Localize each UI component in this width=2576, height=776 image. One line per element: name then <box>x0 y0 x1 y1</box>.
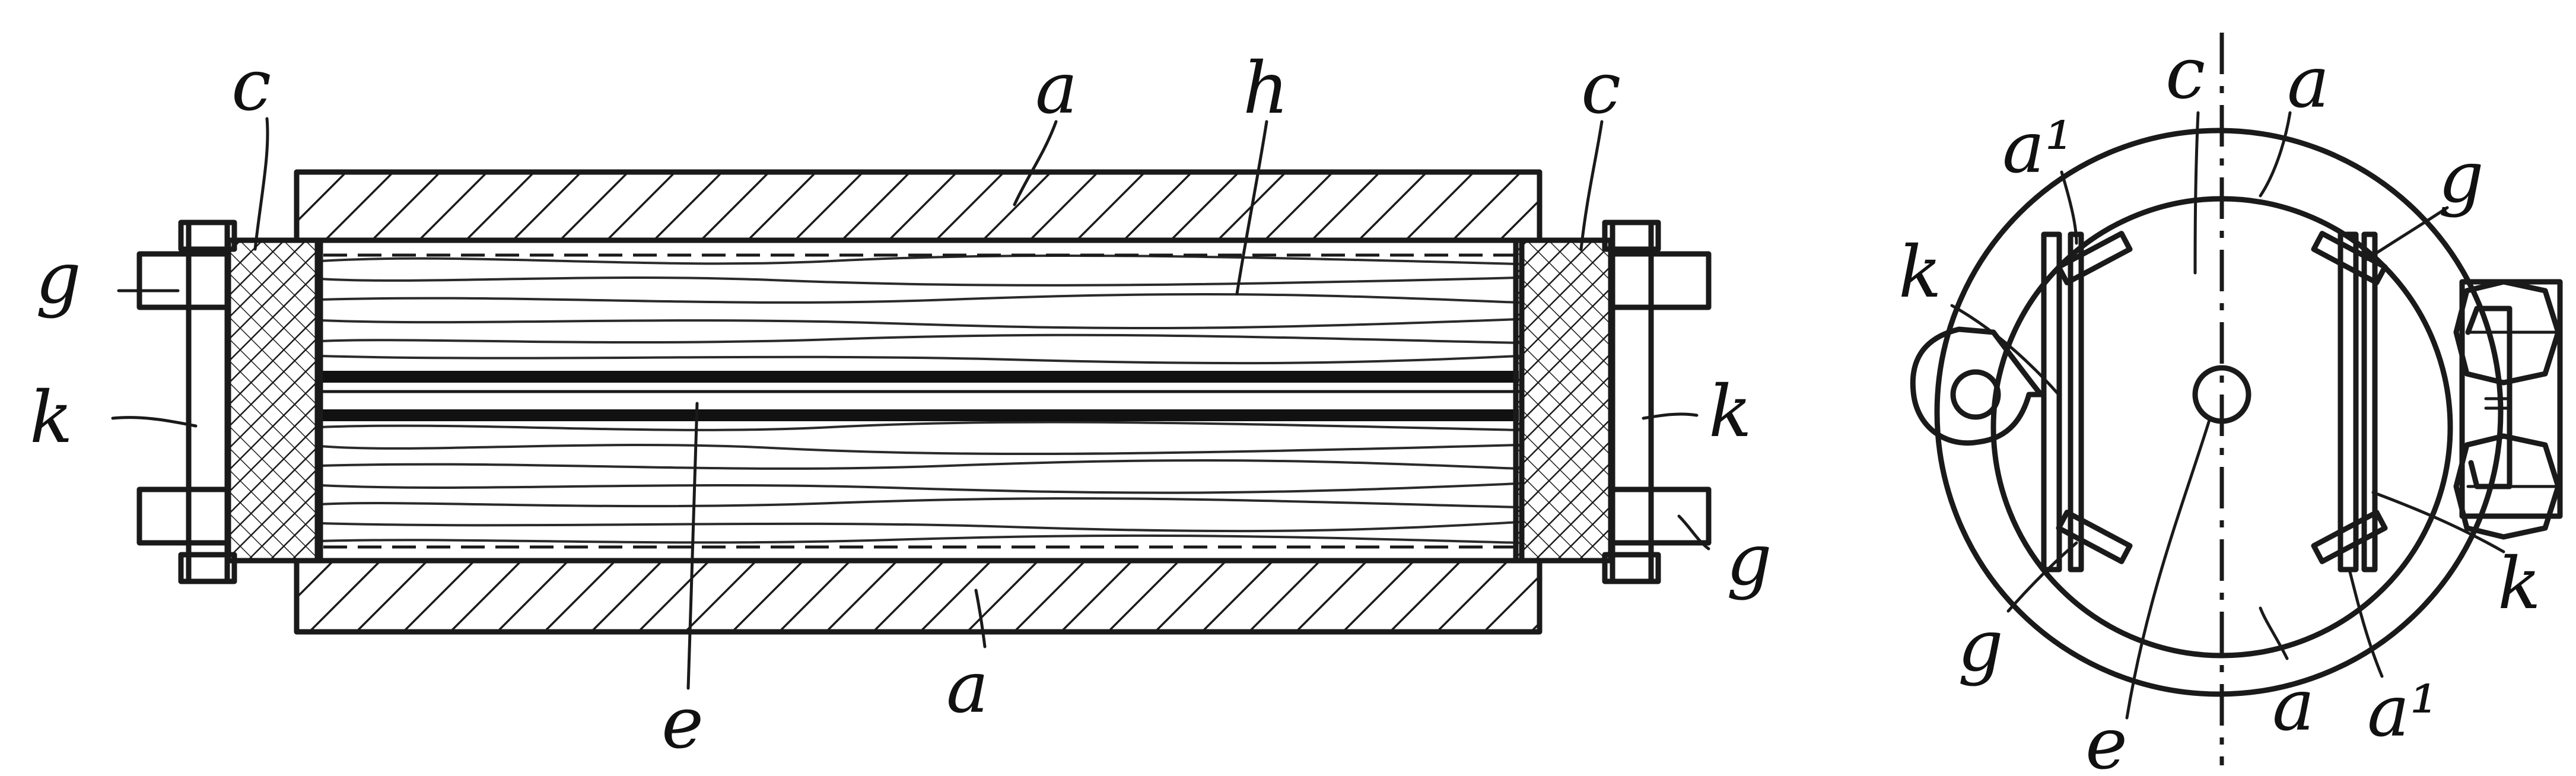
end-label-a1-left: a¹ <box>2002 107 2073 189</box>
left-upper-bolt <box>136 251 231 310</box>
end-label-e: e <box>2085 703 2127 776</box>
end-bolt-lower-left <box>2056 510 2133 564</box>
end-bolt-upper-right <box>2311 231 2388 285</box>
end-label-g-bottom: g <box>1958 605 2003 688</box>
label-c-left: c <box>231 44 271 127</box>
label-c-right: c <box>1581 47 1621 130</box>
label-a-top: a <box>1035 47 1078 130</box>
end-label-a-top: a <box>2287 42 2330 124</box>
left-end-cap <box>225 237 323 564</box>
right-lower-bolt <box>1608 486 1712 546</box>
label-a-bottom: a <box>946 647 989 729</box>
end-bolt-upper-left <box>2056 231 2133 285</box>
label-k-left: k <box>30 377 73 459</box>
end-label-a-bottom: a <box>2272 664 2315 747</box>
center-shaft <box>319 371 1521 421</box>
right-end-clamp-plate <box>2338 231 2378 573</box>
right-upper-bolt <box>1608 251 1712 310</box>
end-view: c a a¹ g k k g e a a¹ <box>1898 33 2563 776</box>
side-section-view: c a h c g k k g e a <box>30 44 1772 765</box>
end-label-k-right: k <box>2498 543 2541 625</box>
label-k-right: k <box>1709 371 1752 453</box>
label-e: e <box>662 682 704 765</box>
right-clamp-plate <box>1602 220 1661 584</box>
outer-clamp-ring <box>1910 128 2513 697</box>
left-lower-bolt <box>136 486 231 546</box>
end-label-g-top: g <box>2438 136 2484 219</box>
label-g-right: g <box>1726 519 1772 602</box>
end-label-a1-right: a¹ <box>2367 670 2438 753</box>
end-cap-disc <box>1990 196 2453 659</box>
wood-core <box>314 237 1525 564</box>
label-g-left: g <box>36 237 81 320</box>
hex-nut <box>2453 279 2563 540</box>
right-end-cap <box>1513 237 1614 564</box>
shaft-hole <box>2192 365 2251 424</box>
label-h: h <box>1243 47 1289 130</box>
end-label-c: c <box>2165 33 2205 115</box>
top-sleeve-section <box>294 169 1543 243</box>
bottom-sleeve-section <box>294 558 1543 635</box>
end-label-k-left: k <box>1898 231 1942 314</box>
end-bolt-lower-right <box>2311 510 2388 564</box>
left-clamp-plate <box>178 220 237 584</box>
